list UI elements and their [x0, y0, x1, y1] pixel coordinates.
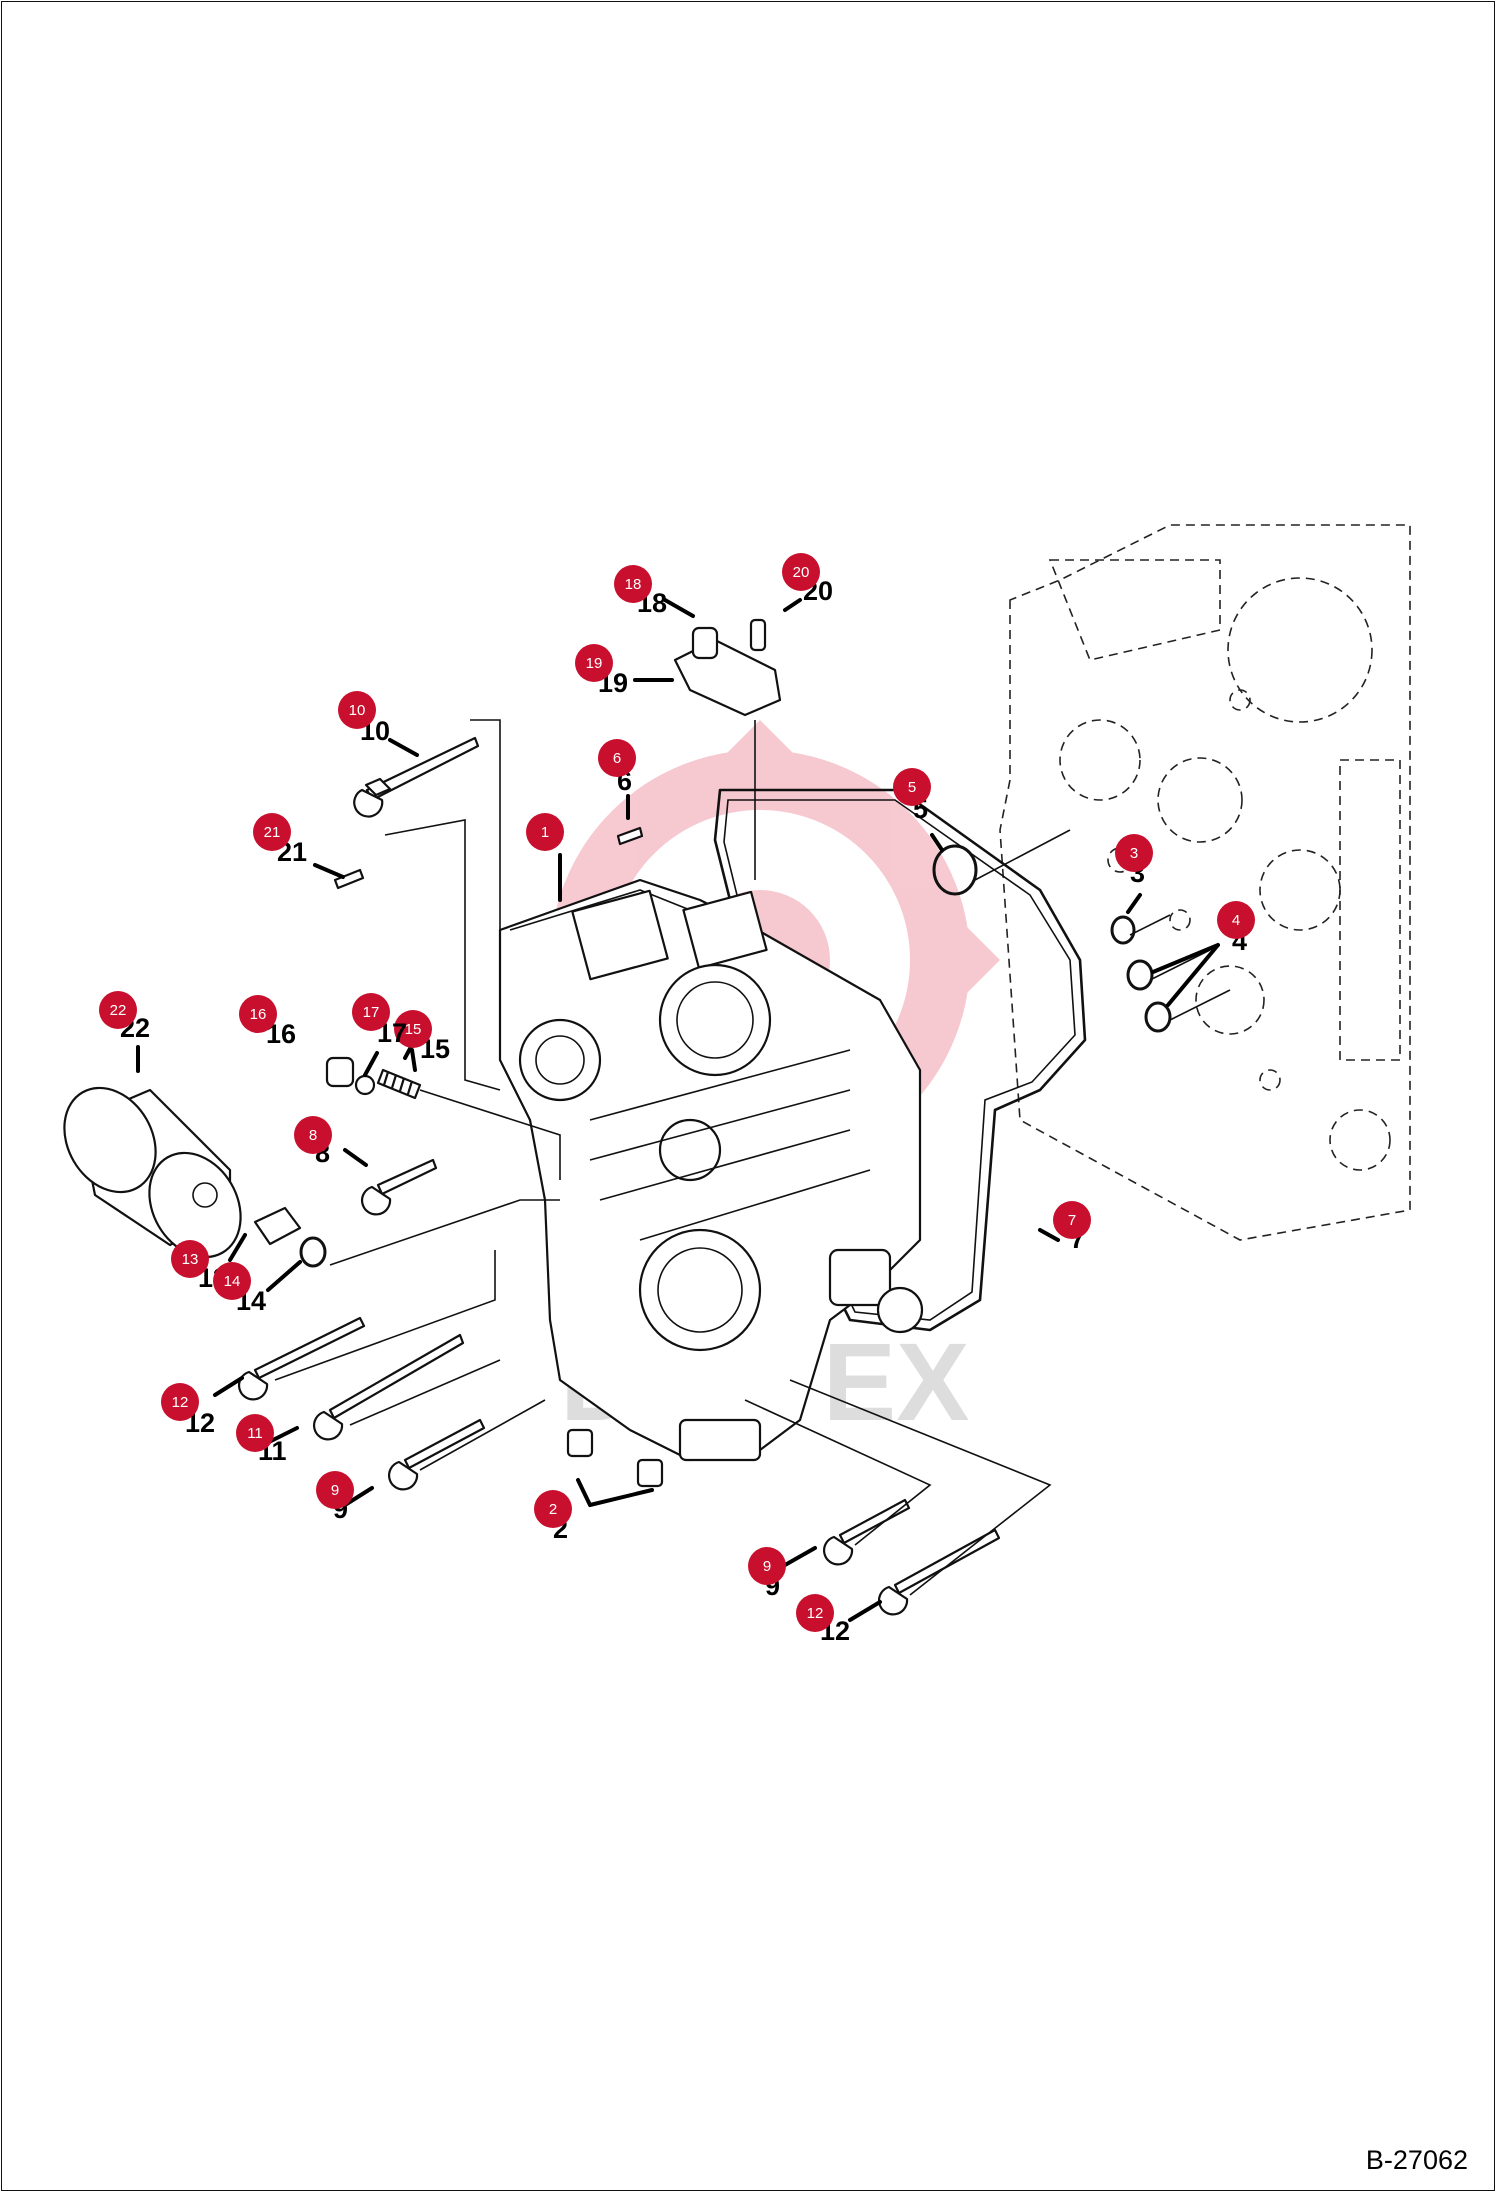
- oil-filter: [63, 1086, 242, 1259]
- callout-15: 15 15: [394, 1010, 450, 1064]
- callout-14: 14 14: [213, 1262, 266, 1316]
- callout-4: 4 4: [1217, 901, 1255, 956]
- callout-badge: 4: [1232, 912, 1240, 929]
- o-ring-4a: [1126, 959, 1154, 991]
- callout-badge: 5: [908, 779, 916, 796]
- washer-14: [299, 1236, 327, 1268]
- bolts: [237, 736, 1001, 1616]
- callout-badge: 1: [541, 824, 549, 841]
- front-cover-housing: [498, 878, 924, 1462]
- callout-badge: 12: [807, 1605, 824, 1622]
- callout-badge: 9: [763, 1558, 771, 1575]
- callout-badge: 2: [549, 1501, 557, 1518]
- callout-badge: 11: [247, 1425, 263, 1442]
- o-ring-5: [932, 844, 978, 896]
- callout-12-left: 12 12: [161, 1383, 215, 1438]
- callout-2: 2 2: [534, 1490, 572, 1544]
- callout-badge: 17: [363, 1004, 380, 1021]
- callout-11: 11 11: [236, 1414, 287, 1466]
- callout-8: 8 8: [294, 1116, 332, 1168]
- callout-5: 5 5: [893, 768, 931, 824]
- callout-1: 1: [526, 813, 564, 851]
- callout-badge: 19: [586, 655, 603, 672]
- callout-badge: 21: [264, 824, 281, 841]
- engine-block-outline: [999, 524, 1411, 1241]
- callout-badge: 13: [182, 1251, 199, 1268]
- callout-badge: 14: [224, 1273, 241, 1290]
- callout-badge: 18: [625, 576, 642, 593]
- cover-plate-19: [673, 618, 782, 717]
- callout-21: 21 21: [253, 813, 307, 867]
- callout-badge: 10: [349, 702, 366, 719]
- callout-badge: 3: [1130, 845, 1138, 862]
- callout-badge: 22: [110, 1002, 127, 1019]
- leader-lines: [274, 719, 1231, 1596]
- callout-badge: 8: [309, 1127, 317, 1144]
- callout-badge: 20: [793, 564, 810, 581]
- callout-19: 19 19: [575, 644, 628, 698]
- callout-20: 20 20: [782, 553, 833, 606]
- o-ring-4b: [1144, 1001, 1172, 1033]
- spring-15: [376, 1068, 422, 1100]
- callout-badge: 7: [1068, 1212, 1076, 1229]
- callout-17: 17 17: [352, 993, 407, 1048]
- callout-badge: 9: [331, 1482, 339, 1499]
- callout-badge: 16: [250, 1006, 267, 1023]
- o-ring-3: [1110, 915, 1136, 945]
- callout-7: 7 7: [1053, 1201, 1091, 1254]
- callout-badge: 15: [405, 1021, 422, 1038]
- callout-badge: 12: [172, 1394, 189, 1411]
- callout-badge: 6: [613, 750, 621, 767]
- filter-connector-13: [253, 1206, 302, 1246]
- plug-16: [325, 1056, 355, 1088]
- callout-3: 3 3: [1115, 834, 1153, 888]
- callout-9-left: 9 9: [316, 1471, 354, 1524]
- callout-22: 22 22: [99, 991, 150, 1043]
- reference-code: B-27062: [1365, 2145, 1468, 2175]
- callout-6: 6 6: [598, 739, 636, 796]
- callout-16: 16 16: [239, 995, 296, 1049]
- callout-10: 10 10: [338, 691, 390, 746]
- callout-12-right: 12 12: [796, 1594, 850, 1646]
- ball-17: [354, 1074, 376, 1096]
- callout-18: 18 18: [614, 565, 667, 618]
- callout-9-right: 9 9: [748, 1547, 786, 1601]
- callout-pointers: [136, 598, 1220, 1622]
